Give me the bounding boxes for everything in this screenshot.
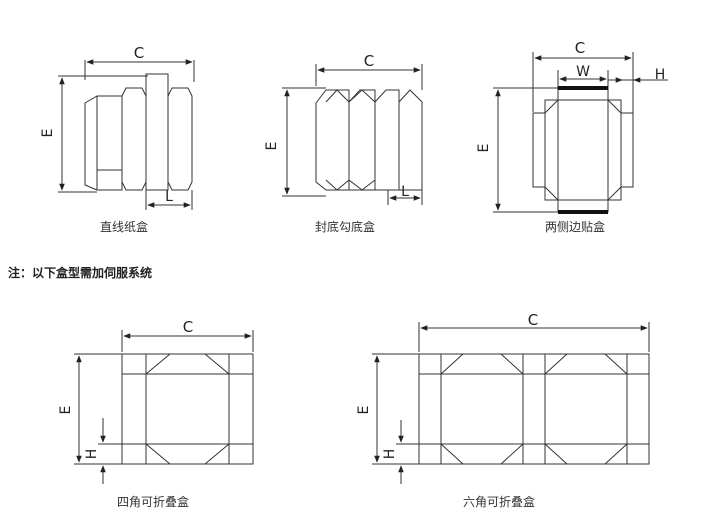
caption-six-corner-box: 六角可折叠盒 — [463, 495, 536, 509]
dim-label-w: W — [576, 64, 590, 80]
dim-label-c: C — [528, 311, 538, 329]
dim-label-e: E — [356, 406, 372, 415]
dim-label-c: C — [364, 52, 374, 70]
dim-label-e: E — [40, 129, 56, 138]
caption-side-seal-box: 两侧边贴盒 — [545, 220, 606, 234]
dim-label-h: H — [84, 449, 100, 460]
caption-straight-box: 直线纸盒 — [100, 220, 149, 234]
diagram-lock-bottom-box — [282, 64, 423, 205]
dim-label-h: H — [382, 449, 398, 460]
diagram-four-corner-box — [74, 330, 254, 484]
side-seal-glue-strips — [558, 86, 608, 214]
dim-label-c: C — [183, 318, 193, 336]
dim-label-e: E — [264, 142, 280, 151]
dim-label-e: E — [476, 144, 492, 153]
dim-label-c: C — [134, 44, 144, 62]
diagram-six-corner-box — [372, 322, 650, 484]
dim-label-e: E — [58, 406, 74, 415]
diagram-straight-box — [58, 59, 195, 210]
diagram-side-seal-box — [493, 52, 668, 213]
caption-lock-bottom-box: 封底勾底盒 — [315, 220, 376, 234]
dim-label-l: L — [165, 189, 173, 205]
dim-label-h: H — [655, 67, 666, 83]
dim-label-l: L — [401, 184, 409, 200]
dim-label-c: C — [575, 39, 585, 57]
caption-four-corner-box: 四角可折叠盒 — [117, 495, 190, 509]
servo-note: 注：以下盒型需加伺服系统 — [8, 266, 153, 280]
